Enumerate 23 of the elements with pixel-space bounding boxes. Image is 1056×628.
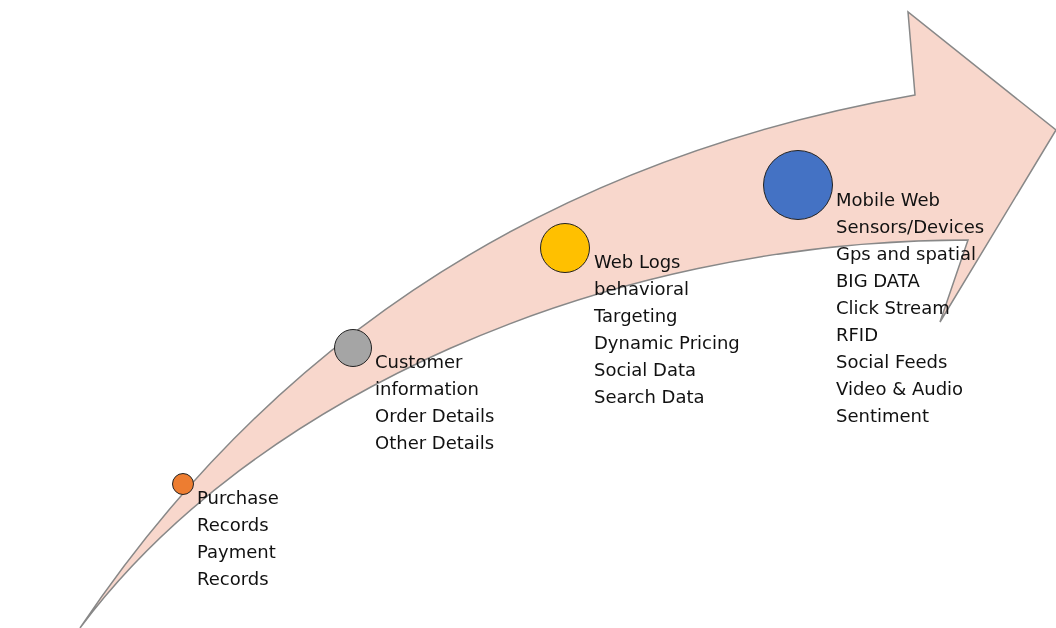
list-text: Click Stream [836, 296, 951, 320]
list-text: Records [197, 513, 270, 537]
list-text: Mobile Web [836, 188, 941, 212]
list-text: Order Details [375, 404, 495, 428]
list-text: Dynamic Pricing [594, 331, 740, 355]
list-text: Search Data [594, 385, 706, 409]
list-text: Web Logs [594, 250, 682, 274]
list-text: Targeting [594, 304, 679, 328]
list-text: Video & Audio [836, 377, 965, 401]
list-text: information [375, 377, 480, 401]
list-text: Gps and spatial [836, 242, 977, 266]
list-text: behavioral [594, 277, 691, 301]
list-text: Social Feeds [836, 350, 949, 374]
list-text: Sensors/Devices [836, 215, 985, 239]
list-text: Purchase [197, 486, 279, 510]
list-text: Records [197, 567, 270, 591]
list-text: Payment [197, 540, 277, 564]
list-text: Other Details [375, 431, 495, 455]
list-text: Social Data [594, 358, 698, 382]
list-text: RFID [836, 323, 880, 347]
list-text: Sentiment [836, 404, 931, 428]
list-text: BIG DATA [836, 269, 921, 293]
list-text: Customer [375, 350, 464, 374]
